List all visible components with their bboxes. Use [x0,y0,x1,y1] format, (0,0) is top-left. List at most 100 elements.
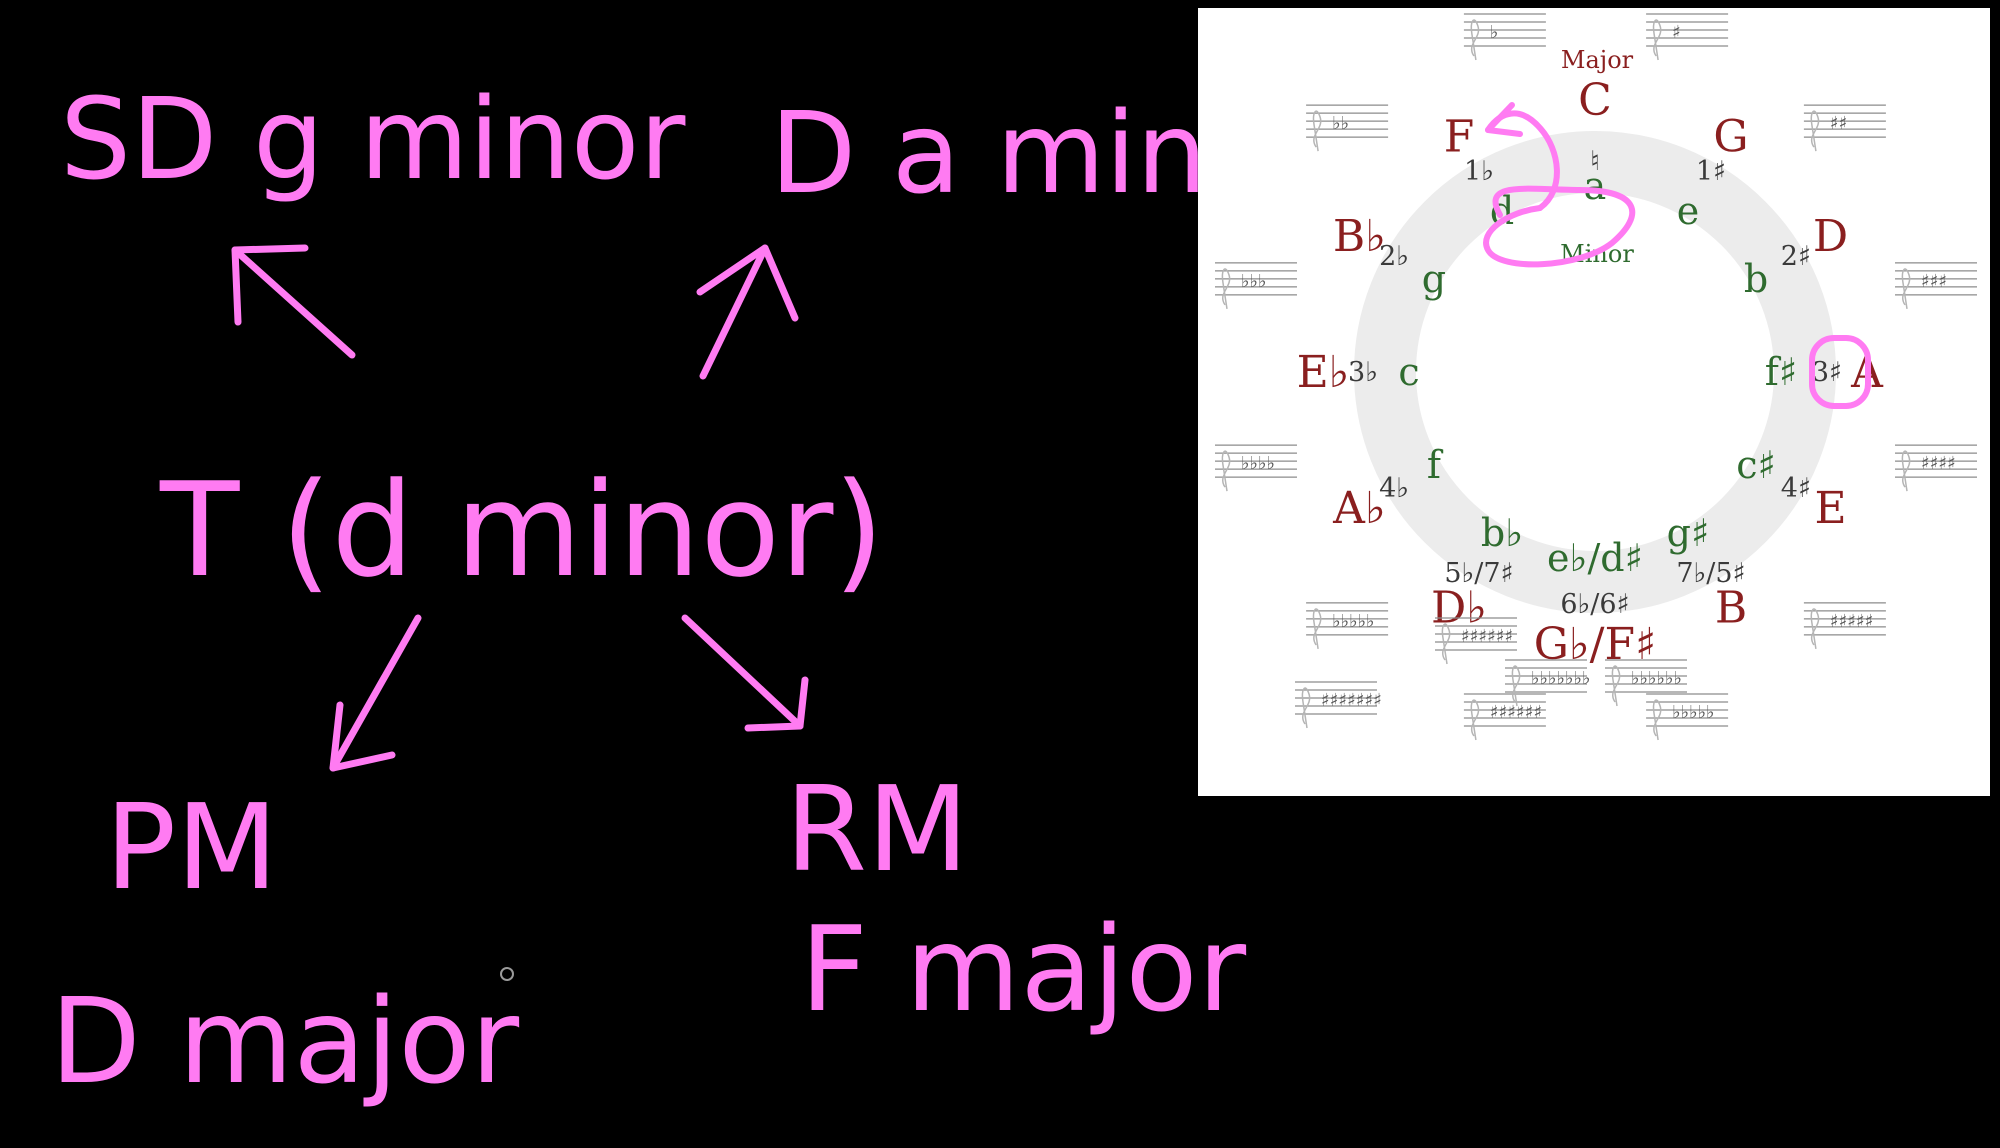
parallel-major-label: PM [105,778,278,916]
treble-clef-icon [1652,699,1662,741]
staff-accidentals: ♯♯♯ [1921,271,1947,292]
minor-key-label: f [1427,443,1444,487]
major-key-label: D [1813,211,1848,262]
key-signature-label: 3♯ [1812,357,1842,388]
key-signature-label: 2♯ [1781,241,1811,272]
treble-clef-icon [1901,450,1911,492]
staff-snippet: ♯♯♯♯♯ [1803,602,1886,650]
staff-snippet: ♭♭♭♭♭ [1646,693,1729,741]
major-key-label: G♭/F♯ [1534,619,1657,670]
key-signature-label: 4♭ [1379,473,1409,504]
circle-of-fifths-panel: Major Minor ♮ CaGe1♯Db2♯Af♯3♯Ec♯4♯Bg♯7♭/… [1198,8,1990,796]
hook-arrowhead [1485,102,1523,137]
staff-accidentals: ♭♭ [1332,113,1349,134]
major-key-label: C [1578,75,1612,126]
ring [1354,131,1836,613]
key-signature-label: 1♯ [1696,156,1726,187]
whiteboard-text: SD g minor D a minor T (d minor) PM D ma… [50,75,1323,1110]
minor-key-label: a [1584,164,1607,208]
key-signature-staves: ♭♯♯♯♯♯♯♯♯♯♯♯♯♯♯♯♭♭♭♭♭♯♯♯♯♯♯♭♭♭♭♭♭♭♭♭♭♭♭♭… [1214,13,1978,741]
staff-snippet: ♭ [1463,13,1546,61]
staff-accidentals: ♯♯ [1830,113,1847,134]
minor-key-label: c♯ [1736,443,1776,487]
tonic-label: T (d minor) [159,454,884,606]
treble-clef-icon [1810,608,1820,650]
diagram-arrows [231,244,809,772]
staff-accidentals: ♯ [1672,22,1681,43]
staff-accidentals: ♯♯♯♯♯♯ [1490,702,1542,723]
staff-snippet: ♯♯♯♯ [1895,444,1978,492]
staff-snippet: ♯♯♯♯♯♯ [1435,617,1517,665]
treble-clef-icon [1312,110,1322,152]
minor-key-label: c [1398,350,1419,394]
staff-snippet: ♭♭♭♭♭ [1306,602,1389,650]
major-key-label: E [1814,483,1846,534]
relative-major-key: F major [800,900,1247,1038]
relative-major-label: RM [785,760,969,898]
key-signature-label: 7♭/5♯ [1676,558,1745,589]
minor-key-label: b♭ [1481,511,1523,555]
treble-clef-icon [1441,623,1451,665]
staff-snippet: ♭♭♭♭ [1214,444,1297,492]
treble-clef-icon [1470,699,1480,741]
arrow-to-subdominant [231,244,356,359]
staff-accidentals: ♭♭♭♭♭ [1332,611,1374,632]
staff-accidentals: ♭♭♭♭♭ [1672,702,1714,723]
staff-accidentals: ♭♭♭ [1241,271,1266,292]
staff-snippet: ♭♭♭♭♭♭ [1605,659,1687,707]
staff-accidentals: ♭♭♭♭ [1241,453,1275,474]
key-signature-label: 5♭/7♯ [1444,558,1513,589]
treble-clef-icon [1611,665,1621,707]
staff-accidentals: ♭ [1490,22,1499,43]
treble-clef-icon [1221,268,1231,310]
treble-clef-icon [1901,268,1911,310]
staff-snippet: ♯ [1646,13,1729,61]
treble-clef-icon [1652,19,1662,61]
key-signature-label: 1♭ [1464,156,1494,187]
staff-snippet: ♯♯♯♯♯♯ [1463,693,1546,741]
key-signature-label: 6♭/6♯ [1560,589,1629,620]
treble-clef-icon [1221,450,1231,492]
panel-background [1198,8,1990,796]
staff-snippet: ♭♭♭♭♭♭♭ [1505,659,1590,707]
arrow-to-relative-major [681,614,809,732]
staff-accidentals: ♯♯♯♯♯ [1830,611,1874,632]
major-key-label: A♭ [1332,483,1386,534]
minor-key-label: f♯ [1765,350,1797,394]
staff-snippet: ♯♯ [1803,104,1886,152]
treble-clef-icon [1511,665,1521,707]
treble-clef-icon [1301,687,1311,729]
minor-key-loop [1483,185,1636,268]
subdominant-label: SD g minor [60,75,686,205]
major-key-label: F [1444,111,1475,162]
major-key-label: B [1715,583,1747,634]
major-key-label: G [1713,111,1748,162]
key-signature-label: 4♯ [1781,473,1811,504]
staff-accidentals: ♭♭♭♭♭♭♭ [1531,668,1590,689]
staff-accidentals: ♯♯♯♯♯♯♯ [1321,690,1382,711]
staff-accidentals: ♭♭♭♭♭♭ [1631,668,1682,689]
staff-accidentals: ♯♯♯♯♯♯ [1461,626,1513,647]
cursor-icon [500,967,514,981]
key-signature-label: 3♭ [1348,357,1378,388]
minor-key-label: g♯ [1667,511,1710,555]
arrow-to-dominant [696,244,799,380]
staff-snippet: ♯♯♯♯♯♯♯ [1295,681,1382,729]
major-key-label: B♭ [1333,211,1386,262]
staff-snippet: ♯♯♯ [1895,262,1978,310]
minor-key-label: e [1677,189,1700,233]
parallel-major-key: D major [50,972,520,1110]
staff-snippet: ♭♭ [1306,104,1389,152]
dominant-key-highlight [1809,335,1871,409]
treble-clef-icon [1312,608,1322,650]
natural-sign: ♮ [1590,146,1600,177]
staff-accidentals: ♯♯♯♯ [1921,453,1956,474]
minor-key-label: e♭/d♯ [1547,536,1643,580]
major-caption: Major [1561,46,1634,74]
major-key-label: E♭ [1297,347,1350,398]
major-key-label: D♭ [1431,583,1487,634]
circle-annotations [1483,102,1871,409]
arrow-to-parallel-major [329,614,422,772]
minor-key-label: g [1422,257,1446,301]
